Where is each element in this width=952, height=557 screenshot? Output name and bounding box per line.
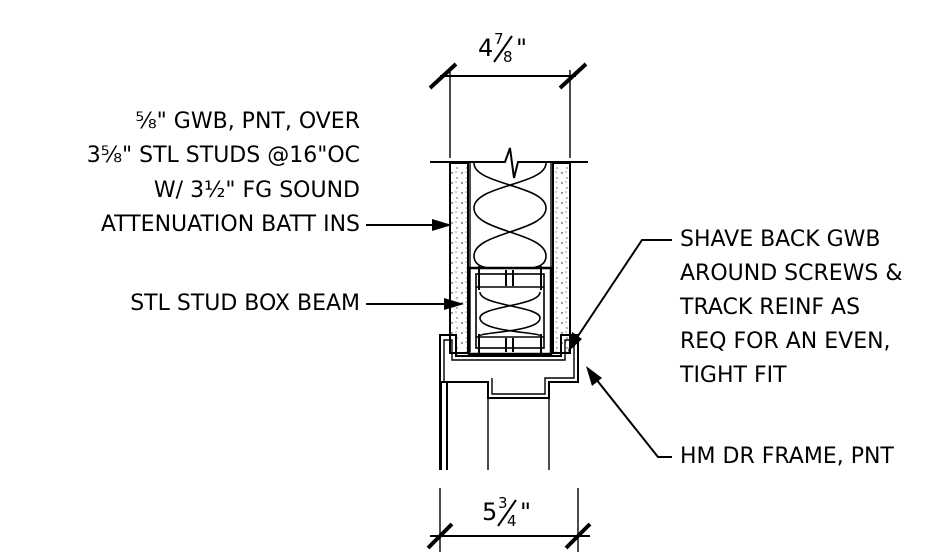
shave-note-line-5: TIGHT FIT — [679, 363, 787, 388]
bottom-dim-numerator: 3 — [498, 494, 508, 512]
top-dim-tick-left — [428, 62, 458, 90]
box-beam-inner-studs — [475, 273, 545, 349]
bottom-dim-inch-mark: " — [520, 498, 531, 526]
bottom-dim-fraction-bar — [497, 499, 517, 527]
frame-profile — [439, 334, 579, 470]
top-dim-inch-mark: " — [516, 34, 527, 62]
frame-note-leader — [591, 373, 672, 458]
box-beam-insulation — [479, 291, 541, 337]
stud-box-beam — [467, 266, 553, 356]
top-dim-whole: 4 — [478, 34, 493, 62]
box-beam-arrowhead — [444, 298, 464, 310]
wall-note-line-4: ATTENUATION BATT INS — [101, 212, 360, 237]
bottom-dim-tick-right — [564, 522, 592, 550]
break-line — [430, 147, 588, 179]
box-beam-outer-track — [467, 266, 553, 356]
frame-note-text: HM DR FRAME, PNT — [680, 444, 894, 469]
wall-note: ⅝" GWB, PNT, OVER 3⅝" STL STUDS @16"OC W… — [87, 109, 452, 237]
shave-note-line-1: SHAVE BACK GWB — [680, 227, 881, 252]
wall-note-arrowhead — [432, 219, 452, 231]
shave-back-note: SHAVE BACK GWB AROUND SCREWS & TRACK REI… — [568, 227, 903, 388]
top-dim-fraction-bar — [493, 35, 513, 63]
top-dimension: 4 7 8 " — [428, 30, 588, 158]
bottom-dim-whole: 5 — [482, 498, 497, 526]
bottom-dim-tick-left — [426, 522, 454, 550]
shave-note-leader — [571, 239, 672, 346]
top-dim-tick-right — [558, 62, 588, 90]
hm-door-frame — [439, 334, 579, 470]
shave-note-line-2: AROUND SCREWS & — [680, 261, 903, 286]
bottom-dimension: 5 3 4 " — [426, 488, 592, 552]
top-dim-denominator: 8 — [503, 48, 513, 66]
shave-note-line-4: REQ FOR AN EVEN, — [680, 329, 891, 354]
gwb-layer-left — [449, 162, 469, 354]
box-beam-note: STL STUD BOX BEAM — [130, 291, 464, 316]
frame-note: HM DR FRAME, PNT — [586, 366, 894, 469]
box-beam-note-text: STL STUD BOX BEAM — [130, 291, 360, 316]
gwb-layer-right — [552, 162, 571, 354]
top-dim-numerator: 7 — [494, 30, 504, 48]
wall-note-line-1: ⅝" GWB, PNT, OVER — [135, 109, 360, 134]
wall-note-line-2: 3⅝" STL STUDS @16"OC — [87, 143, 360, 168]
batt-insulation — [473, 162, 547, 269]
frame-note-arrowhead — [586, 366, 602, 386]
frame-profile-inner — [443, 339, 575, 395]
bottom-dim-denominator: 4 — [507, 512, 517, 530]
shave-note-arrowhead — [568, 332, 582, 352]
shave-note-line-3: TRACK REINF AS — [679, 295, 860, 320]
wall-note-line-3: W/ 3½" FG SOUND — [154, 178, 360, 203]
